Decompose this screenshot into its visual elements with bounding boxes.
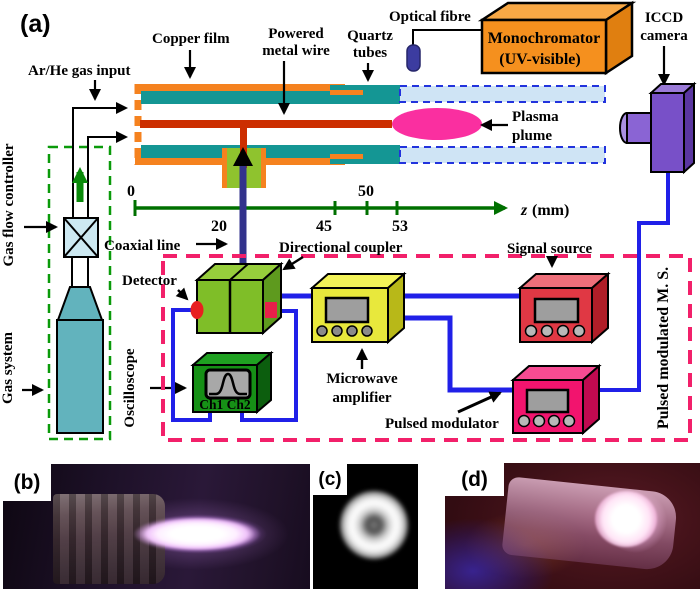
axis-z: z	[520, 202, 528, 219]
coaxial-line-shape	[233, 147, 253, 280]
detector-arrow	[175, 287, 189, 301]
quartz-tube-end-bottom	[330, 145, 400, 164]
gas-flow-controller-label: Gas flow controller	[1, 143, 17, 266]
monochromator-label-1: Monochromator	[488, 30, 601, 47]
quartz-tube-end-top	[330, 85, 400, 104]
oscilloscope-channels: Ch1 Ch2	[199, 397, 251, 412]
optical-fibre-label: Optical fibre	[389, 9, 471, 25]
tick-50: 50	[358, 183, 374, 200]
tick-20: 20	[211, 218, 227, 235]
gas-input-label: Ar/He gas input	[28, 63, 131, 79]
microwave-amplifier-label-1: Microwave	[326, 371, 398, 387]
pulsed-ms-dashed-box	[161, 254, 692, 442]
z-axis: 0 50 20 45 53 z (mm)	[127, 183, 569, 235]
plasma-ring-glow	[340, 491, 408, 559]
plasma-jet-glow	[133, 516, 261, 552]
optical-fibre-tip	[406, 44, 421, 72]
signal-source-label: Signal source	[507, 241, 592, 257]
panel-c-label: (c)	[313, 464, 347, 495]
gas-system-dashed-box	[47, 145, 112, 441]
copper-film-top	[135, 84, 345, 91]
copper-film-label: Copper film	[152, 31, 230, 47]
wire-feed-vertical	[240, 124, 247, 168]
outer-quartz-tube-bottom	[399, 146, 606, 164]
panel-b-label-text: (b)	[13, 470, 41, 494]
pulsed-modulator-arrow	[457, 391, 502, 414]
detector-shape	[190, 301, 204, 319]
signal-wires	[171, 293, 522, 422]
quartz-tubes-label-2: tubes	[353, 45, 387, 61]
plasma-spot-glow	[595, 491, 657, 547]
amplifier-display	[324, 296, 370, 324]
photo-plasma-end-on: (c)	[313, 464, 418, 589]
pulsed-modulator-box	[510, 363, 602, 436]
quartz-tube-wall-top	[141, 91, 338, 104]
directional-coupler-arrow	[282, 255, 304, 271]
tick-0: 0	[127, 183, 135, 200]
schematic-panel-a: (a) Gas flow controller Gas system Oscil…	[0, 0, 697, 442]
panel-b-label: (b)	[3, 464, 51, 501]
oscilloscope-label: Oscilloscope	[122, 348, 138, 428]
gas-pipes	[72, 102, 128, 218]
photo-plasma-jet-side: (b)	[3, 464, 310, 589]
monochromator-box: Monochromator (UV-visible)	[477, 0, 637, 76]
pulsed-modulator-label: Pulsed modulator	[385, 416, 499, 432]
gas-flow-controller-valve	[63, 217, 99, 287]
photo-plasma-in-tube: (d)	[445, 463, 700, 589]
iccd-label-2: camera	[640, 28, 688, 44]
gas-system-label: Gas system	[0, 331, 16, 404]
quartz-tubes-label-1: Quartz	[347, 28, 393, 44]
tick-53: 53	[392, 218, 408, 235]
directional-coupler-box	[190, 261, 284, 336]
panel-c-label-text: (c)	[318, 468, 342, 490]
connector-edge-left	[222, 148, 227, 188]
detector-label: Detector	[122, 273, 177, 289]
coaxial-line-label: Coaxial line	[104, 238, 181, 254]
powered-wire-label-2: metal wire	[262, 43, 330, 59]
outer-quartz-tube-top	[399, 85, 606, 103]
oscilloscope-box: Ch1 Ch2	[190, 350, 274, 415]
iccd-label-1: ICCD	[645, 10, 684, 26]
powered-wire-label-1: Powered	[268, 26, 324, 42]
camera-signal-cable	[583, 172, 670, 392]
coupler-port	[265, 302, 277, 318]
copper-film-end-top	[330, 90, 363, 95]
powered-metal-wire-shape	[140, 120, 392, 128]
oscilloscope-screen	[204, 368, 252, 400]
axis-unit: (mm)	[532, 202, 569, 219]
signal-source-box	[517, 271, 611, 345]
optical-fibre-cable	[412, 29, 482, 46]
connector-edge-right	[261, 148, 266, 188]
copper-film-end-bottom	[330, 154, 363, 159]
pulsed-modulated-ms-label: Pulsed modulated M. S.	[655, 267, 672, 429]
tick-45: 45	[316, 218, 332, 235]
camera-body	[650, 92, 685, 173]
plasma-plume-label-2: plume	[512, 128, 552, 144]
iccd-camera-shape	[583, 81, 697, 392]
monochromator-label-2: (UV-visible)	[499, 51, 580, 68]
microwave-amplifier-label-2: amplifier	[332, 390, 391, 406]
plasma-plume-shape	[392, 108, 482, 140]
panel-a-label: (a)	[20, 10, 51, 38]
microwave-amplifier-box	[309, 271, 407, 345]
directional-coupler-label: Directional coupler	[279, 240, 403, 256]
gas-bottle	[56, 286, 104, 434]
plasma-plume-label-1: Plasma	[512, 109, 559, 125]
signal-source-display	[533, 297, 580, 324]
oscilloscope-trace	[209, 372, 247, 396]
panel-d-label-text: (d)	[461, 467, 488, 491]
camera-lens	[626, 112, 653, 144]
panel-d-label: (d)	[445, 463, 504, 496]
pulsed-modulator-display	[525, 388, 570, 414]
